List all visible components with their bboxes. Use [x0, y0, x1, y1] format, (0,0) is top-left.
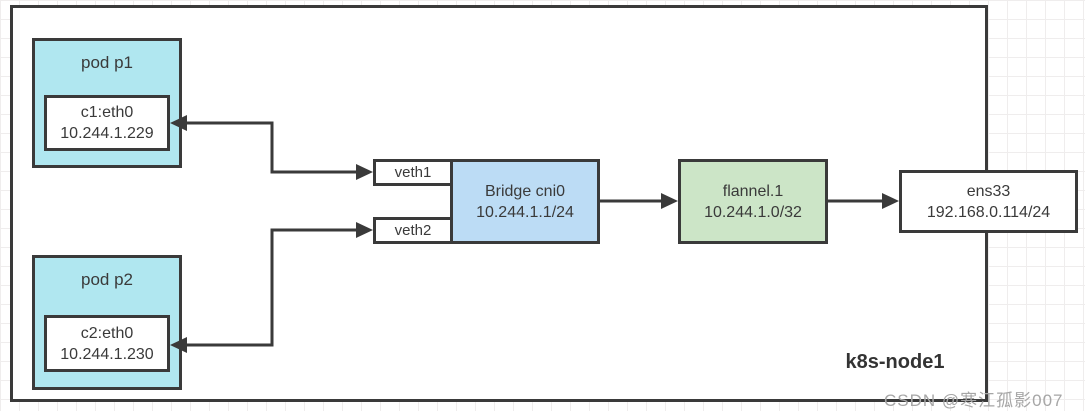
csdn-watermark: CSDN @寒江孤影007	[884, 391, 1064, 410]
bridge-name-label: Bridge cni0	[484, 182, 566, 200]
flannel-ip-label: 10.244.1.0/32	[704, 203, 802, 221]
veth1-box: veth1	[373, 159, 453, 186]
pod-p1-title: pod p1	[81, 53, 133, 72]
c2-ip-label: 10.244.1.230	[60, 345, 154, 363]
veth2-label: veth2	[394, 222, 432, 239]
veth2-box: veth2	[373, 217, 453, 244]
bridge-ip-label: 10.244.1.1/24	[476, 203, 574, 221]
bridge-cni0-box: Bridge cni0 10.244.1.1/24	[450, 159, 600, 244]
veth1-label: veth1	[394, 164, 432, 181]
flannel-name-label: flannel.1	[722, 182, 784, 200]
ens33-ip-label: 192.168.0.114/24	[926, 203, 1051, 221]
flannel-box: flannel.1 10.244.1.0/32	[678, 159, 828, 244]
ens33-name-label: ens33	[966, 182, 1011, 200]
c1-iface-label: c1:eth0	[80, 104, 134, 121]
container-c1-box: c1:eth0 10.244.1.229	[44, 95, 170, 151]
c2-iface-label: c2:eth0	[80, 324, 134, 342]
pod-p2-title: pod p2	[81, 270, 133, 289]
ens33-box: ens33 192.168.0.114/24	[899, 170, 1078, 233]
c1-ip-label: 10.244.1.229	[60, 125, 154, 142]
container-c2-box: c2:eth0 10.244.1.230	[44, 315, 170, 372]
k8s-node1-label: k8s-node1	[845, 351, 945, 373]
